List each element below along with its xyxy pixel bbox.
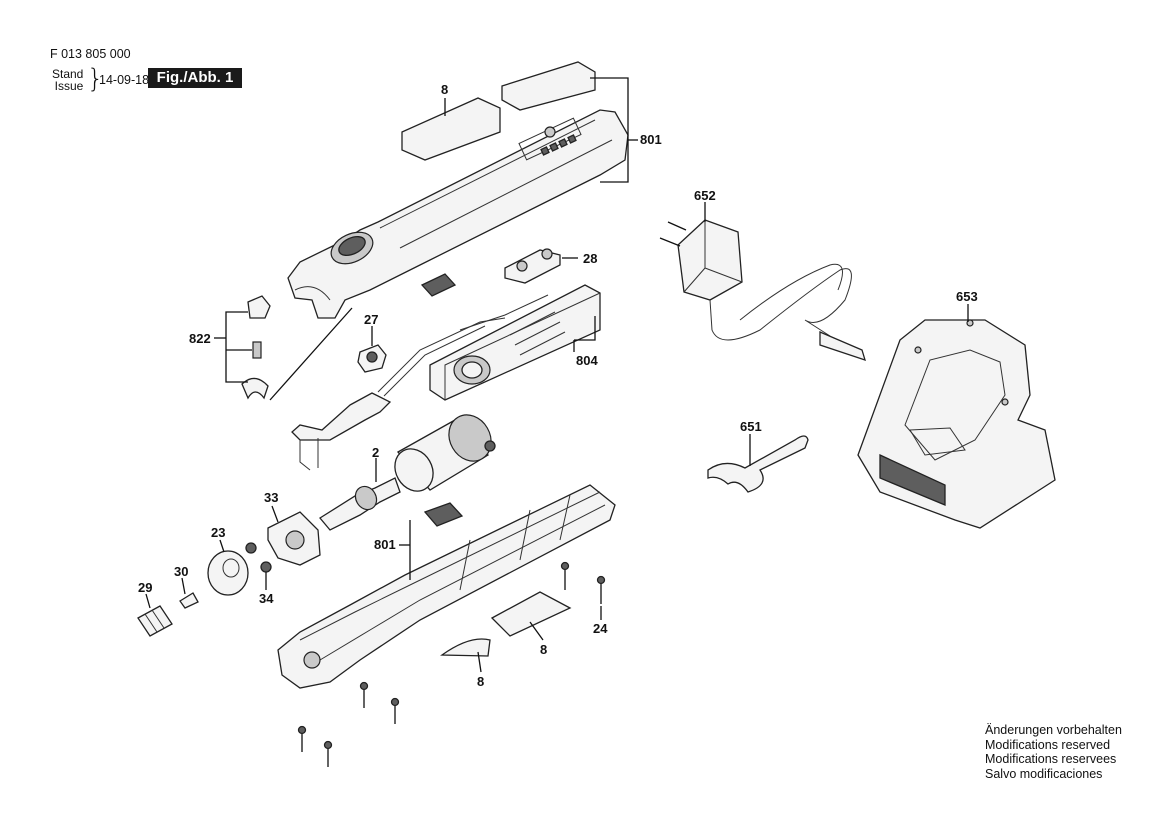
label-652: 652 [694,188,716,203]
label-29: 29 [138,580,152,595]
note-line-es: Salvo modificaciones [985,766,1103,781]
note-line-en: Modifications reserved [985,737,1111,752]
stand-issue-label: Stand Issue [52,68,83,92]
charger-adapter [659,219,866,362]
bracket-part-group [241,295,271,400]
metal-bracket [291,392,392,471]
label-34: 34 [259,591,274,606]
label-23: 23 [211,525,225,540]
label-8-mid: 8 [540,642,547,657]
led-indicators [540,134,577,156]
charging-cradle [857,319,1056,529]
battery-pack [429,284,601,401]
screw-small-b [260,561,272,573]
collet-nut [137,605,173,637]
spindle-holder [267,511,321,566]
label-2: 2 [372,445,379,460]
motor [394,414,496,492]
issue-date: 14-09-18 [99,73,150,87]
label-plate-mid [490,591,572,637]
wrench [707,435,809,493]
brace-glyph: } [87,64,104,94]
label-33: 33 [264,490,278,505]
label-822: 822 [189,331,211,346]
note-line-fr: Modifications reservees [985,752,1117,766]
label-801-bottom: 801 [374,537,396,552]
label-plate-small [440,638,491,657]
part-labels: 8 801 652 28 653 822 27 804 651 2 33 23 … [138,82,978,689]
collet [179,592,199,609]
label-28: 28 [583,251,597,266]
washer-ring [207,550,249,596]
wire-bundle [377,317,506,393]
grip-insert [423,502,464,527]
label-651: 651 [740,419,762,434]
label-8-top: 8 [441,82,448,97]
label-801-top: 801 [640,132,662,147]
label-30: 30 [174,564,188,579]
document-number: F 013 805 000 [50,47,131,61]
switch-slider [504,248,561,284]
label-24: 24 [593,621,608,636]
switch-button [420,273,457,297]
drive-shaft [319,477,401,531]
label-plate-top [401,61,596,161]
leader-lines [145,77,969,673]
issue-label: Issue [54,79,84,93]
figure-label: Fig./Abb. 1 [148,68,242,88]
label-804: 804 [576,353,598,368]
note-line-de: Änderungen vorbehalten [985,723,1122,737]
upper-housing-shell [287,109,629,319]
label-27: 27 [364,312,378,327]
screw-small-a [245,542,257,554]
modification-notes: Änderungen vorbehalten Modifications res… [985,723,1122,781]
housing-screws [297,561,606,767]
knob-part [357,344,387,373]
stand-label: Stand [52,67,84,81]
label-653: 653 [956,289,978,304]
lower-housing-shell [277,484,616,689]
label-8-low: 8 [477,674,484,689]
